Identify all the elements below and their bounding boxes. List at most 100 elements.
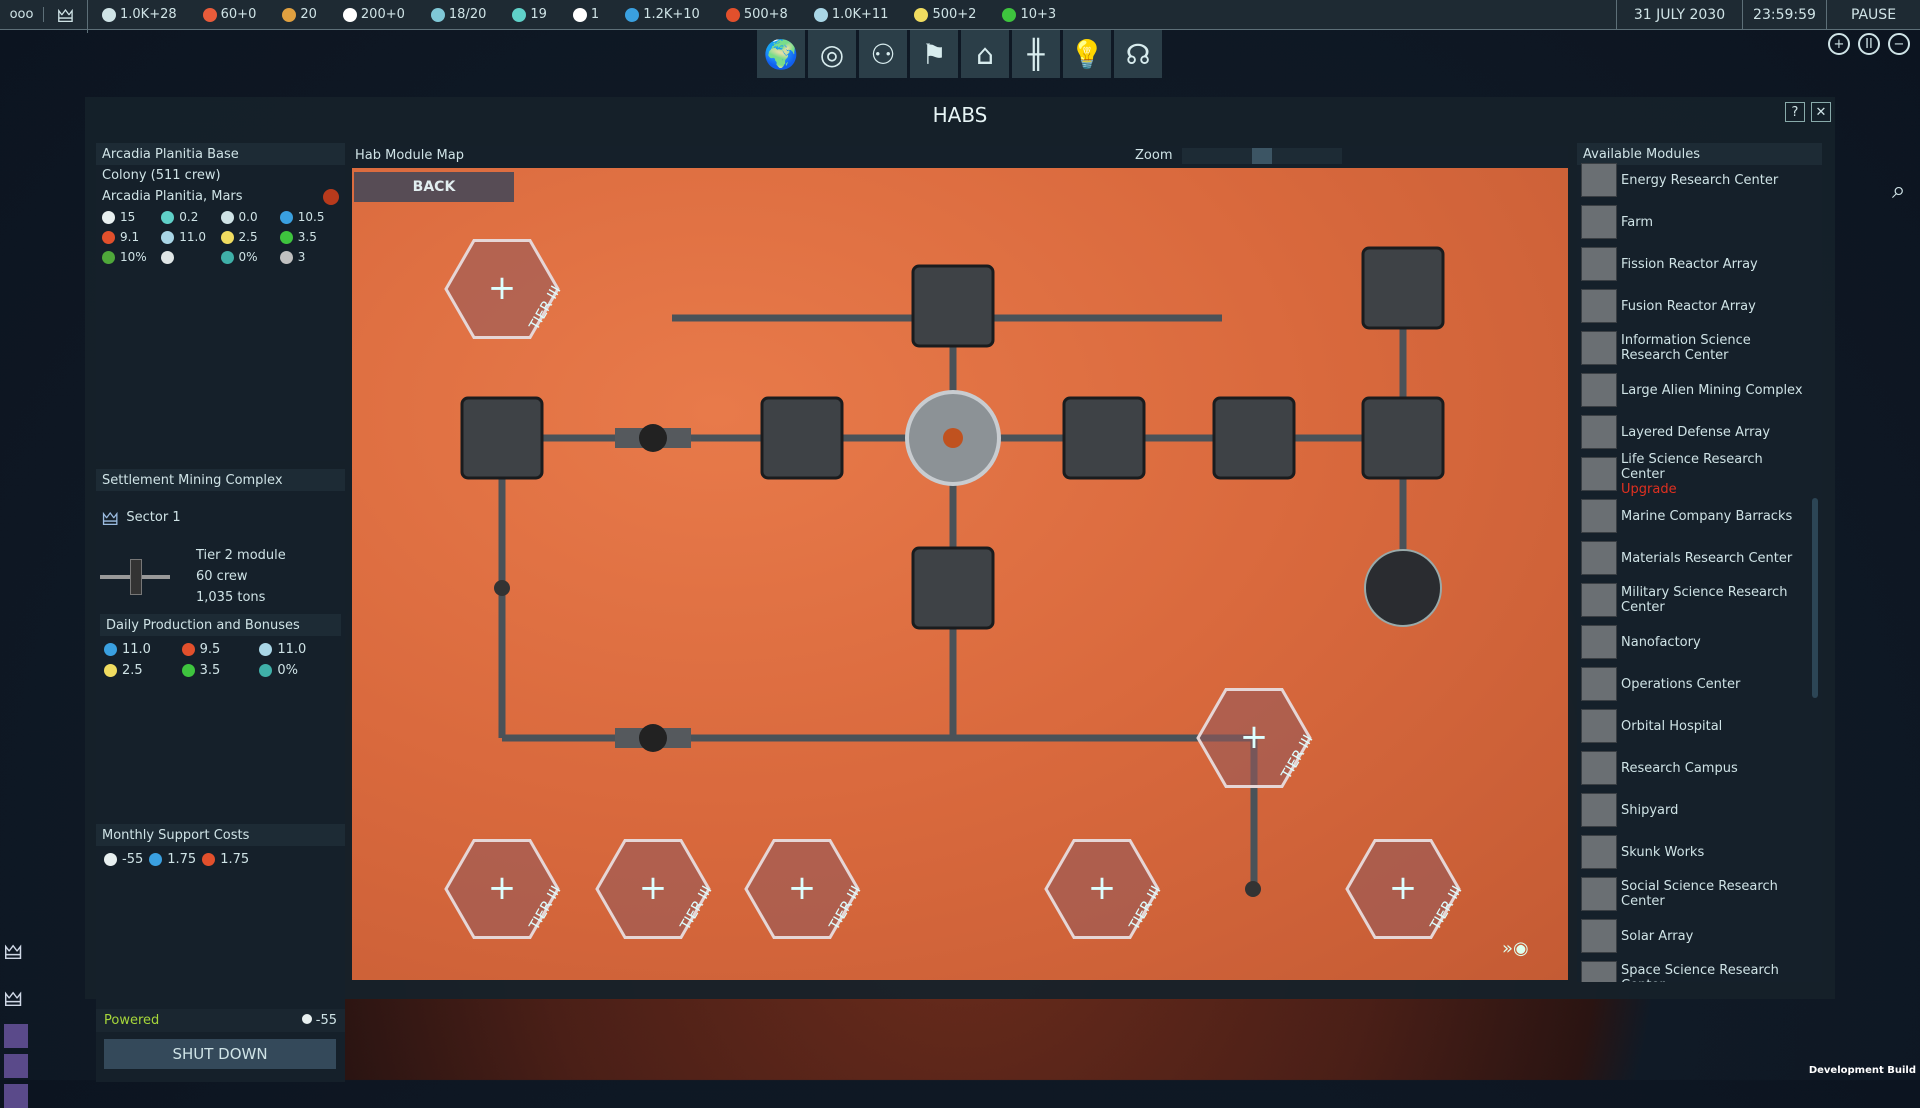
slot-hexagon (1345, 839, 1461, 939)
resource-rocket[interactable]: 200+0 (342, 7, 405, 22)
module-list-item[interactable]: Operations Center (1577, 663, 1810, 705)
stat: 3 (279, 250, 339, 264)
stat: 0.2 (161, 210, 220, 224)
add-slot-icon: + (639, 868, 668, 908)
slow-down-button[interactable]: − (1888, 33, 1910, 55)
pause-toggle-button[interactable]: II (1858, 33, 1880, 55)
upgrade-label[interactable]: Upgrade (1621, 481, 1677, 497)
module-icon (1581, 751, 1617, 785)
speed-up-button[interactable]: + (1828, 33, 1850, 55)
module-crew: 60 crew (196, 569, 248, 584)
resource-volatiles[interactable]: 500+8 (725, 7, 788, 22)
resource-ops[interactable]: 60+0 (202, 7, 256, 22)
module-list-item[interactable]: Social Science Research Center (1577, 873, 1810, 915)
resource-water[interactable]: 1.2K+10 (625, 7, 700, 22)
stat-value: 1.75 (220, 852, 250, 867)
resource-research[interactable]: 19 (512, 7, 547, 22)
resource-noble-metals[interactable]: 500+2 (914, 7, 976, 22)
faction-emblem-icon[interactable]: 🜲 (4, 987, 23, 1011)
module-list-item[interactable]: Nanofactory (1577, 621, 1810, 663)
search-icon[interactable]: ⌕ (1892, 176, 1906, 204)
shield-icon[interactable] (4, 1084, 28, 1108)
power-icon (102, 210, 115, 224)
module-list-item[interactable]: Skunk Works (1577, 831, 1810, 873)
network-icon: ⚇ (870, 37, 896, 71)
faction-emblem-icon[interactable]: 🜲 (44, 0, 88, 33)
nav-habs-button[interactable]: ⌂ (961, 30, 1009, 78)
pause-button[interactable]: PAUSE (1826, 0, 1920, 30)
resource-influence[interactable]: 1.0K+28 (102, 7, 177, 22)
module-list-item[interactable]: Energy Research Center (1577, 159, 1810, 201)
module-list-item[interactable]: Space Science Research Center (1577, 957, 1810, 982)
shut-down-button[interactable]: SHUT DOWN (104, 1039, 336, 1069)
noble-metals-icon (914, 7, 929, 22)
hab-module (460, 396, 544, 480)
mission-control-icon (220, 210, 234, 224)
module-list-item[interactable]: Layered Defense Array (1577, 411, 1810, 453)
noble-metals-icon (220, 230, 234, 244)
resource-project[interactable]: 1 (572, 7, 599, 22)
help-button[interactable]: ? (1785, 102, 1805, 122)
nav-flag-button[interactable]: ⚑ (910, 30, 958, 78)
stat-value: 0% (277, 663, 298, 678)
nav-lightbulb-button[interactable]: 💡 (1063, 30, 1111, 78)
resource-boost[interactable]: 20 (282, 7, 317, 22)
module-list-item[interactable]: Information Science Research Center (1577, 327, 1810, 369)
module-name: Large Alien Mining Complex (1621, 382, 1803, 398)
recenter-icon[interactable]: »◉ (1502, 938, 1529, 959)
empty-module-slot[interactable]: +TIER III (444, 239, 565, 339)
module-list-item[interactable]: Fusion Reactor Array (1577, 285, 1810, 327)
nav-globe-button[interactable]: 🌍 (757, 30, 805, 78)
hab-module-map[interactable]: +TIER III +TIER III +TIER III +TIER III +TIE… (352, 168, 1568, 980)
module-icon (1581, 919, 1617, 953)
module-icon (1581, 457, 1617, 491)
nav-mind-button[interactable]: ☊ (1114, 30, 1162, 78)
module-icon (1581, 205, 1617, 239)
module-list-item[interactable]: Large Alien Mining Complex (1577, 369, 1810, 411)
resource-fissiles[interactable]: 10+3 (1002, 7, 1056, 22)
shield-icon[interactable] (4, 1024, 28, 1048)
module-list-item[interactable]: Orbital Hospital (1577, 705, 1810, 747)
module-list-scrollbar[interactable] (1812, 498, 1818, 698)
add-slot-icon: + (1088, 868, 1117, 908)
faction-emblem-icon[interactable]: 🜲 (4, 940, 23, 964)
resource-metals[interactable]: 1.0K+11 (813, 7, 888, 22)
empty-module-slot[interactable]: +TIER III (595, 839, 716, 939)
module-list-item[interactable]: Research Campus (1577, 747, 1810, 789)
close-button[interactable]: ✕ (1811, 102, 1831, 122)
nav-solar-system-button[interactable]: ◎ (808, 30, 856, 78)
hab-module-hub (639, 424, 667, 452)
back-button[interactable]: BACK (354, 172, 514, 202)
empty-module-slot[interactable]: +TIER III (1044, 839, 1165, 939)
fissiles-icon (1002, 7, 1017, 22)
resource-mission-control[interactable]: 18/20 (430, 7, 486, 22)
volatiles-icon (181, 643, 195, 656)
empty-module-slot[interactable]: +TIER III (444, 839, 565, 939)
empty-module-slot[interactable]: +TIER III (744, 839, 865, 939)
shield-icon[interactable] (4, 1054, 28, 1078)
module-list-item[interactable]: Farm (1577, 201, 1810, 243)
zoom-slider-handle[interactable] (1252, 148, 1272, 164)
slot-hexagon (444, 839, 560, 939)
stat: 0% (259, 663, 337, 678)
module-list-item[interactable]: Shipyard (1577, 789, 1810, 831)
module-list-item[interactable]: Military Science Research Center (1577, 579, 1810, 621)
add-slot-icon: + (1240, 717, 1269, 757)
nav-network-button[interactable]: ⚇ (859, 30, 907, 78)
module-name: Shipyard (1621, 802, 1679, 818)
base-type: Colony (511 crew) (102, 168, 221, 183)
menu-button[interactable]: ooo (0, 7, 44, 22)
nav-fleets-button[interactable]: ╫ (1012, 30, 1060, 78)
boost-icon (282, 7, 297, 22)
empty-module-slot[interactable]: +TIER III (1345, 839, 1466, 939)
module-list-item[interactable]: Marine Company Barracks (1577, 495, 1810, 537)
empty-module-slot[interactable]: +TIER III (1196, 688, 1317, 788)
zoom-slider[interactable] (1182, 148, 1342, 164)
module-list-item[interactable]: Materials Research Center (1577, 537, 1810, 579)
stat-value: 10% (120, 250, 147, 264)
module-list-item[interactable]: Solar Array (1577, 915, 1810, 957)
module-list-item[interactable]: Fission Reactor Array (1577, 243, 1810, 285)
stat-value: 0.2 (179, 210, 199, 224)
